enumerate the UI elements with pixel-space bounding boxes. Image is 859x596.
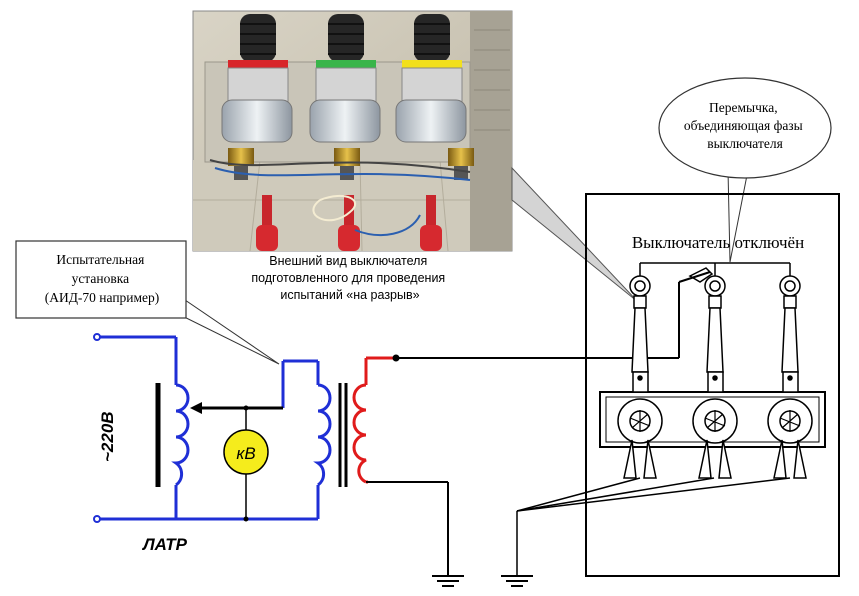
test-setup-line-2: установка <box>72 271 130 286</box>
svg-text:Перемычка, объединяющая: Перемычка, объединяющая фазы выключателя <box>684 100 806 151</box>
jumper-callout-line-3: выключателя <box>707 136 783 151</box>
kilovoltmeter <box>223 429 269 475</box>
photo-caption: Внешний вид выключателя подготовленного … <box>251 254 448 302</box>
phase-band-3 <box>402 60 462 68</box>
phase-band-1 <box>228 60 288 68</box>
breaker-state-label: Выключатель отключён <box>632 233 804 252</box>
jumper-callout-line-2: объединяющая фазы <box>684 118 803 133</box>
jumper-callout-line-1: Перемычка, <box>709 100 778 115</box>
hv-winding <box>352 356 396 484</box>
ground-symbol-1 <box>432 575 464 587</box>
kilovoltmeter-label: кВ <box>236 444 255 463</box>
ground-lead-transformer <box>366 481 449 576</box>
ground-symbol-2 <box>501 575 533 587</box>
test-setup-callout: Испытательная установка (АИД-70 например… <box>15 240 280 365</box>
ground-lead-breaker <box>516 477 791 576</box>
jumper-callout-bubble <box>658 77 832 179</box>
breaker-pole-3 <box>767 275 813 479</box>
pole-2 <box>309 14 381 251</box>
photo-pointer <box>511 166 639 303</box>
hv-output-node <box>392 354 400 362</box>
hv-lead <box>396 271 711 359</box>
latr-circuit <box>97 335 332 521</box>
breaker-enclosure <box>585 193 840 577</box>
test-setup-line-1: Испытательная <box>56 252 144 267</box>
breaker-pole-2 <box>692 275 738 479</box>
test-setup-box <box>15 240 187 319</box>
input-terminal-top <box>93 333 101 341</box>
jumper-clip <box>688 267 714 283</box>
pole-1 <box>221 14 293 251</box>
breaker-pole-1 <box>617 275 663 479</box>
phase-band-2 <box>316 60 376 68</box>
latr-label: ЛАТР <box>141 535 188 554</box>
svg-text:Испытательная установка: Испытательная установка (АИД-70 например… <box>45 252 160 305</box>
test-setup-line-3: (АИД-70 например) <box>45 290 160 305</box>
supply-voltage-label: ~220В <box>98 411 117 462</box>
breaker-photo <box>192 10 513 252</box>
input-terminal-bottom <box>93 515 101 523</box>
jumper-callout: Перемычка, объединяющая фазы выключателя <box>658 77 832 263</box>
